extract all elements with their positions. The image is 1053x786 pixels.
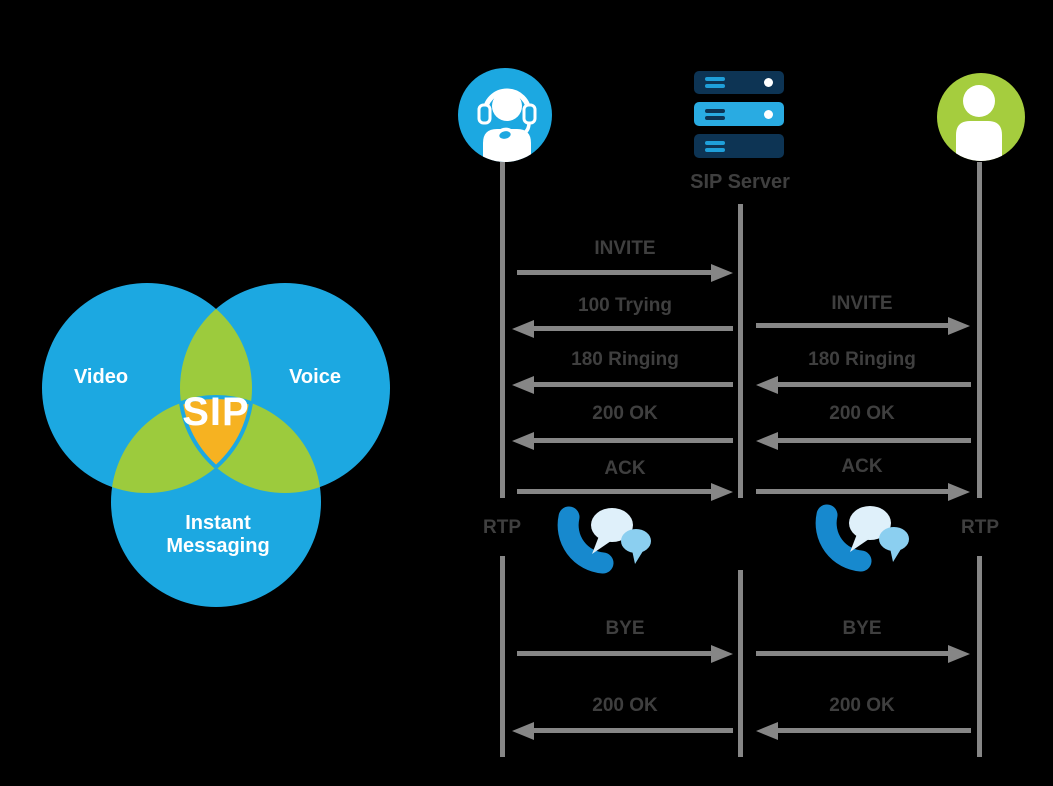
rtp-label-right: RTP: [961, 517, 999, 538]
server-row: [694, 102, 784, 126]
caller-avatar: [458, 68, 552, 162]
server-row: [694, 134, 784, 158]
phone-chat-icon: [557, 506, 651, 574]
message-label-100-trying: 100 Trying: [578, 295, 672, 316]
message-label-180-ringing: 180 Ringing: [571, 349, 679, 370]
message-label-ack: ACK: [841, 456, 883, 477]
callee-lifeline: [977, 556, 982, 757]
server-stack-icon: [694, 71, 784, 158]
message-label-180-ringing: 180 Ringing: [808, 349, 916, 370]
callee-lifeline: [977, 162, 982, 498]
arrow-invite: [517, 263, 733, 282]
server-row: [694, 71, 784, 94]
headset-agent-icon: [477, 88, 537, 162]
callee-avatar: [937, 73, 1025, 161]
message-label-200-ok: 200 OK: [592, 403, 658, 424]
phone-chat-icon: [815, 504, 909, 572]
message-label-200-ok: 200 OK: [829, 695, 895, 716]
venn-label-video: Video: [73, 366, 129, 388]
arrow-bye: [756, 644, 970, 663]
message-label-bye: BYE: [842, 618, 882, 639]
arrow-200-ok: [756, 721, 971, 740]
arrow-ack: [756, 482, 970, 501]
venn-label-sip: SIP: [182, 390, 250, 434]
rtp-label-left: RTP: [483, 517, 521, 538]
server-lifeline: [738, 570, 743, 757]
message-label-invite: INVITE: [831, 293, 893, 314]
caller-lifeline: [500, 556, 505, 757]
venn-label-voice: Voice: [289, 366, 341, 388]
arrow-200-ok: [512, 431, 733, 450]
message-label-200-ok: 200 OK: [592, 695, 658, 716]
message-label-200-ok: 200 OK: [829, 403, 895, 424]
arrow-bye: [517, 644, 733, 663]
venn-diagram: [42, 283, 390, 607]
message-label-invite: INVITE: [594, 238, 656, 259]
arrow-200-ok: [512, 721, 733, 740]
venn-label-instant-messaging: Instant Messaging: [166, 512, 270, 557]
server-label: SIP Server: [690, 171, 790, 193]
person-icon: [956, 85, 1002, 161]
arrow-200-ok: [756, 431, 971, 450]
arrow-180-ringing: [756, 375, 971, 394]
arrow-180-ringing: [512, 375, 733, 394]
message-label-ack: ACK: [604, 458, 646, 479]
server-lifeline: [738, 204, 743, 498]
arrow-100-trying: [512, 319, 733, 338]
arrow-ack: [517, 482, 733, 501]
caller-lifeline: [500, 162, 505, 498]
message-label-bye: BYE: [605, 618, 645, 639]
arrow-invite: [756, 316, 970, 335]
